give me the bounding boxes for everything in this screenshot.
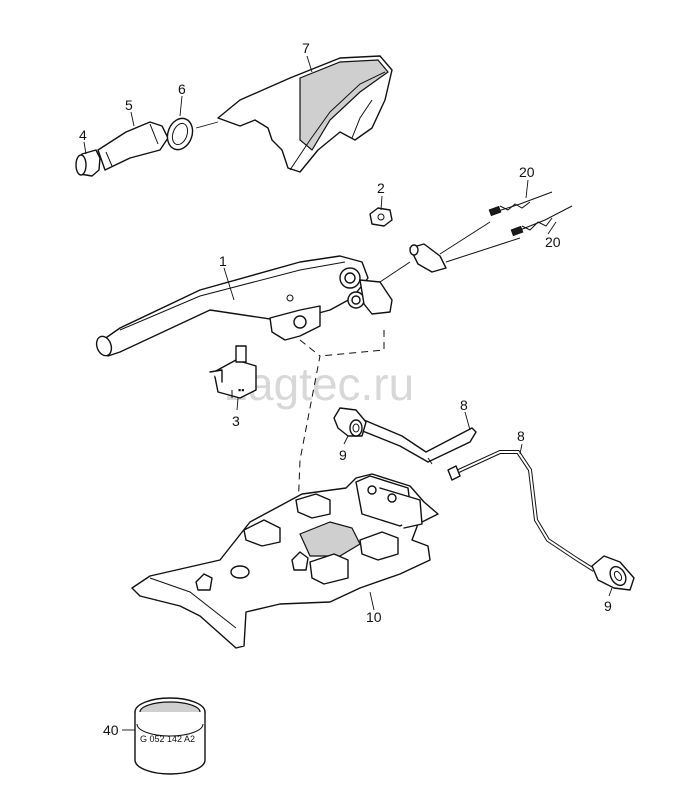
cable-20-upper[interactable] bbox=[488, 191, 553, 217]
base-bracket-10[interactable] bbox=[131, 473, 439, 649]
callout-40: 40 bbox=[103, 722, 119, 738]
grommet-9-short[interactable] bbox=[333, 407, 367, 437]
sleeve-40[interactable]: G 052 142 A2 bbox=[134, 697, 206, 775]
callout-10: 10 bbox=[366, 609, 382, 625]
cable-8-long[interactable] bbox=[447, 450, 596, 572]
callout-9-long: 9 bbox=[604, 598, 612, 614]
callout-8-long: 8 bbox=[517, 428, 525, 444]
callout-7: 7 bbox=[302, 40, 310, 56]
knob-cap-4[interactable] bbox=[75, 149, 101, 177]
switch-3[interactable]: ▪▪ bbox=[209, 345, 257, 399]
switch-label: ▪▪ bbox=[238, 385, 244, 395]
callout-20-upper: 20 bbox=[519, 164, 535, 180]
assembly-line-b bbox=[319, 330, 385, 357]
ring-6[interactable] bbox=[163, 115, 196, 153]
sleeve-code: G 052 142 A2 bbox=[140, 734, 195, 744]
callout-4: 4 bbox=[79, 127, 87, 143]
leader-lines bbox=[83, 55, 613, 731]
grommet-9-long[interactable] bbox=[591, 555, 635, 591]
handle-grip-5[interactable] bbox=[97, 121, 169, 171]
cable-equalizer bbox=[379, 221, 521, 283]
lever-cover-7[interactable] bbox=[217, 55, 393, 173]
callout-1: 1 bbox=[219, 253, 227, 269]
cable-20-lower[interactable] bbox=[510, 205, 573, 237]
callout-3: 3 bbox=[232, 413, 240, 429]
callout-6: 6 bbox=[178, 81, 186, 97]
nut-2[interactable] bbox=[369, 207, 393, 227]
callout-8-short: 8 bbox=[460, 397, 468, 413]
callout-2: 2 bbox=[377, 180, 385, 196]
callout-5: 5 bbox=[125, 97, 133, 113]
handbrake-lever-1[interactable] bbox=[94, 255, 393, 358]
callout-20-lower: 20 bbox=[545, 234, 561, 250]
cable-8-short[interactable] bbox=[359, 419, 477, 465]
callout-9-short: 9 bbox=[339, 447, 347, 463]
